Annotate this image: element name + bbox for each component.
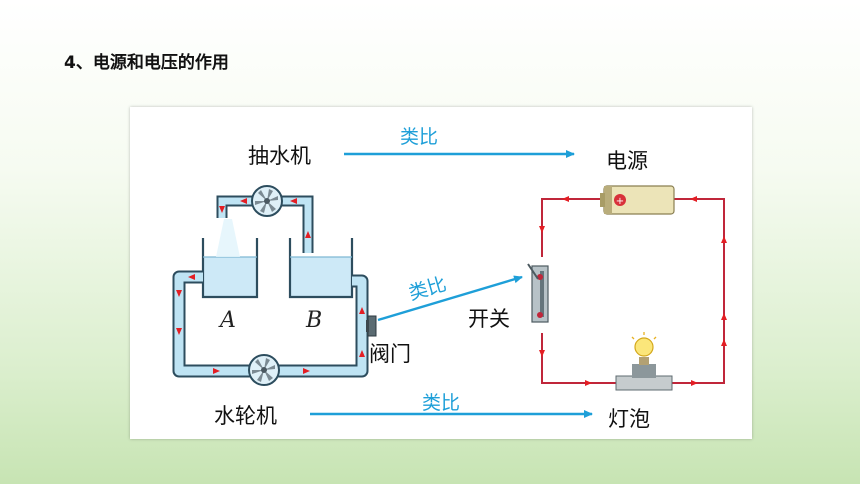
analogy-arrows: 类比 类比 类比	[310, 126, 593, 418]
tank-b-label: B	[305, 308, 322, 333]
switch-icon	[527, 263, 549, 323]
bulb-label: 灯泡	[608, 407, 650, 431]
electric-circuit: +	[527, 185, 727, 391]
analogy-figure: A B +	[130, 107, 752, 439]
pump-label: 抽水机	[248, 144, 311, 168]
pump-icon	[251, 185, 283, 217]
switch-label: 开关	[468, 307, 510, 331]
battery-icon: +	[600, 185, 675, 215]
analogy-label-bottom: 类比	[422, 392, 460, 414]
current-arrows	[539, 196, 727, 386]
analogy-diagram: A B +	[172, 126, 727, 431]
power-source-label: 电源	[606, 149, 648, 173]
turbine-icon	[248, 354, 280, 386]
tank-a	[201, 219, 259, 299]
bulb-icon	[615, 332, 673, 391]
water-flow-arrows	[176, 198, 365, 374]
slide-heading: 4、电源和电压的作用	[64, 53, 229, 73]
analogy-label-top: 类比	[400, 126, 438, 148]
turbine-label: 水轮机	[214, 404, 277, 428]
valve-label: 阀门	[369, 342, 411, 366]
analogy-arrow-middle	[377, 275, 523, 322]
tank-a-label: A	[218, 308, 236, 333]
circuit-wire	[541, 198, 725, 384]
valve-icon	[366, 315, 377, 337]
svg-text:+: +	[616, 196, 624, 207]
tank-b	[288, 238, 354, 299]
water-circuit: A B	[172, 185, 377, 386]
